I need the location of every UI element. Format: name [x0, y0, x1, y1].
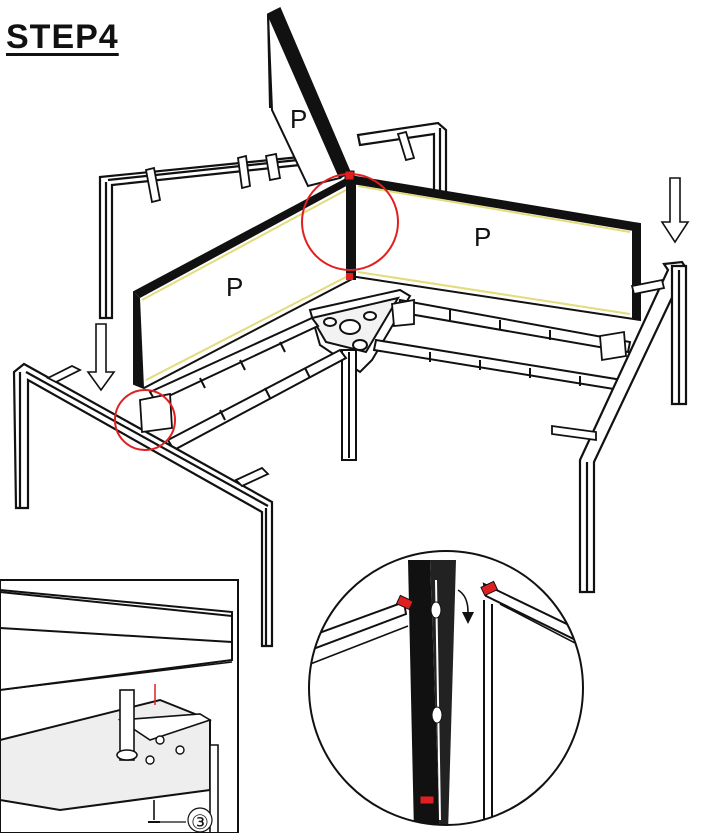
support-beams: [148, 298, 632, 452]
panel-label-right: P: [474, 222, 491, 252]
detail-inset-bracket: ③: [0, 579, 239, 833]
highlight-circle-top: [301, 173, 399, 271]
part-callout-label: ③: [191, 812, 209, 833]
panel-label-top: P: [290, 104, 307, 134]
highlight-circle-left: [114, 389, 176, 451]
step-title: STEP4: [6, 18, 119, 56]
panel-top-tilted: P: [267, 6, 351, 188]
mounting-brackets: [45, 130, 666, 488]
detail-zoom-circle: [308, 550, 584, 826]
panel-label-left: P: [226, 272, 243, 302]
panel-right: P: [344, 170, 641, 322]
desk-frame-front-left: [12, 362, 274, 648]
panel-left: P: [133, 176, 355, 390]
down-arrow-right: [660, 177, 690, 244]
inset-frame: [0, 579, 239, 833]
down-arrow-left: [86, 323, 116, 392]
desk-frame-front-right: [578, 260, 688, 594]
